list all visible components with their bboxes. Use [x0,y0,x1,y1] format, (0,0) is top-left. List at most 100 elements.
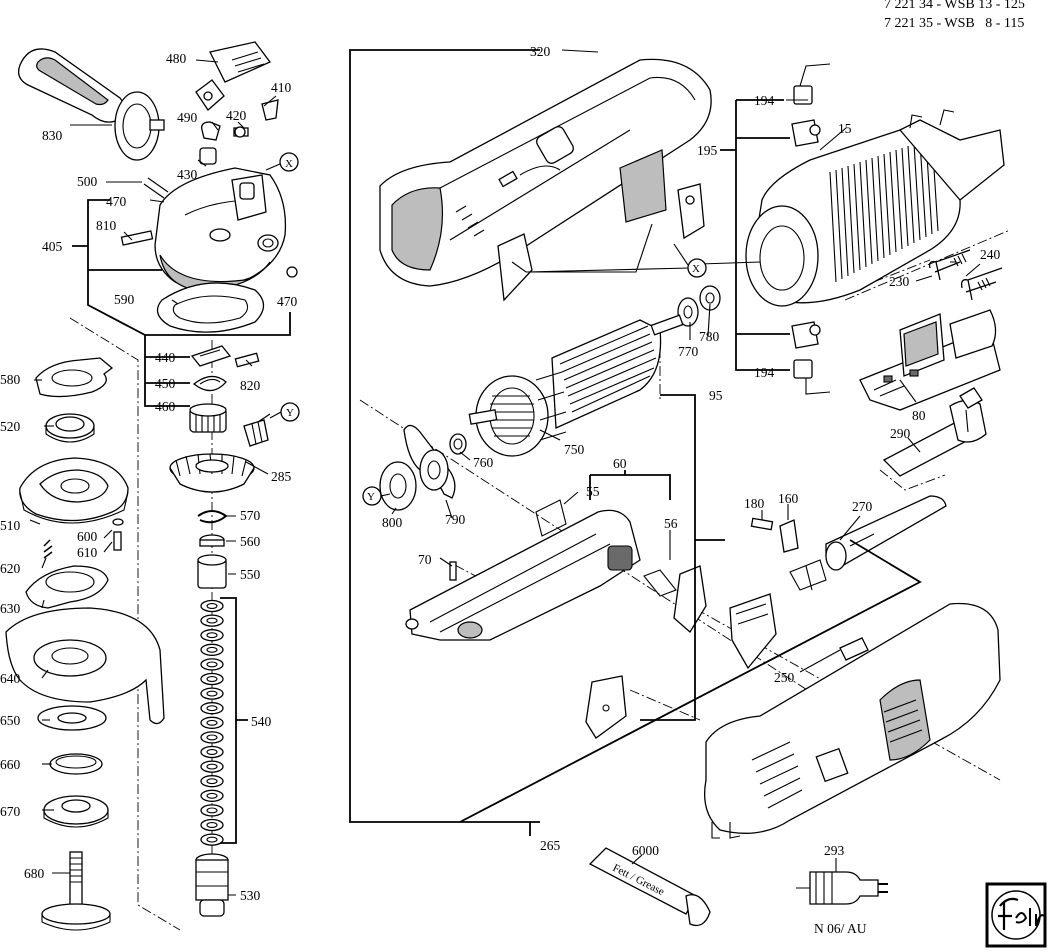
spindle-parts [197,510,228,589]
stack-washer [200,775,224,788]
armature-part [468,314,684,457]
ref-x-left: X [285,158,293,170]
stack-washer-hole [206,661,218,668]
callout-760: 760 [473,455,494,470]
callout-440: 440 [155,350,176,365]
bearing-ring-part [45,413,95,443]
callout-195: 195 [697,143,718,158]
flange-bolt-part [41,851,111,931]
callout-560: 560 [240,534,261,549]
spindle-shaft-part [195,853,229,917]
callout-510: 510 [0,518,21,533]
callout-540: 540 [251,714,272,729]
callout-640: 640 [0,671,21,686]
stack-washer-hole [206,646,218,653]
callout-590: 590 [114,292,135,307]
stack-washer [200,702,224,715]
callout-770: 770 [678,344,699,359]
fein-logo [985,882,1047,948]
model-number-2: 7 221 35 - WSB 8 - 115 [884,16,1025,31]
callout-194-upper: 194 [754,93,775,108]
stack-washer-hole [206,749,218,755]
callout-293: 293 [824,843,845,858]
flange-housing-part [19,457,129,524]
stack-washer [200,789,224,802]
stack-washer-hole [206,763,218,770]
ref-x-right: X [692,263,700,275]
stack-washer-hole [206,734,218,741]
stack-washer [200,658,224,671]
stack-washer [200,745,224,759]
stack-washer-hole [206,632,218,639]
callout-680: 680 [24,866,45,881]
retaining-ring-part [49,753,103,775]
stack-washer-hole [206,836,218,843]
stack-washer [200,804,224,817]
clamping-nut-part [43,795,109,828]
armature-bearings [677,285,721,327]
callout-60: 60 [613,456,627,471]
callout-55: 55 [586,484,600,499]
stack-washer-hole [206,792,218,799]
callout-240: 240 [980,247,1001,262]
callout-6000: 6000 [632,843,659,858]
ref-y-right: Y [367,491,375,503]
callout-790: 790 [445,512,466,527]
footer-code: N 06/ AU [814,921,867,936]
cord-guard-part [882,387,987,477]
housing-inserts [497,149,705,302]
plate-part [35,357,114,398]
callout-570: 570 [240,508,261,523]
stack-washer [200,614,224,627]
rear-housing-part [703,602,1001,839]
auxiliary-handle-part [17,48,165,161]
cable-clamp-parts [750,495,947,591]
leader-lines [29,49,981,896]
ref-y-left: Y [286,407,294,419]
grease-tube-part: Fett / Grease [588,847,711,927]
stack-washer-hole [206,778,218,785]
callout-450: 450 [155,376,176,391]
callout-830: 830 [42,128,63,143]
wheel-guard-part [5,607,165,725]
callout-750: 750 [564,442,585,457]
callout-194-lower: 194 [754,365,775,380]
stack-washer [200,833,224,846]
electronic-module-part [859,309,1001,411]
callout-80: 80 [912,408,926,423]
stack-washer [200,599,224,613]
callout-490: 490 [177,110,198,125]
callout-265: 265 [540,838,561,853]
callout-460: 460 [155,399,176,414]
stack-washer-hole [206,690,218,697]
stack-washer [200,731,224,744]
lever-part [195,41,272,111]
callout-550: 550 [240,567,261,582]
stack-washer-hole [206,719,218,726]
callout-290: 290 [890,426,911,441]
callout-95: 95 [709,388,723,403]
flange-fasteners [43,518,124,559]
callout-600: 600 [77,529,98,544]
callout-230: 230 [889,274,910,289]
callout-820: 820 [240,378,261,393]
callout-430: 430 [177,167,198,182]
stack-washer-hole [206,603,218,609]
callout-320: 320 [530,44,551,59]
callout-470-lower: 470 [277,294,298,309]
callout-610: 610 [77,545,98,560]
stack-washer [200,643,224,656]
bearing-stack-upper [189,345,269,447]
stack-washer-hole [206,705,218,712]
brush-springs [928,249,1003,301]
washer-stack-part [200,599,224,846]
bevel-gear-part [169,453,255,493]
reference-markers [265,152,707,506]
callout-650: 650 [0,713,21,728]
callout-780: 780 [699,329,720,344]
callout-670: 670 [0,804,21,819]
stack-washer-hole [206,822,218,828]
fan-side-parts [379,424,467,511]
field-stator-part [745,109,1005,307]
callout-630: 630 [0,601,21,616]
